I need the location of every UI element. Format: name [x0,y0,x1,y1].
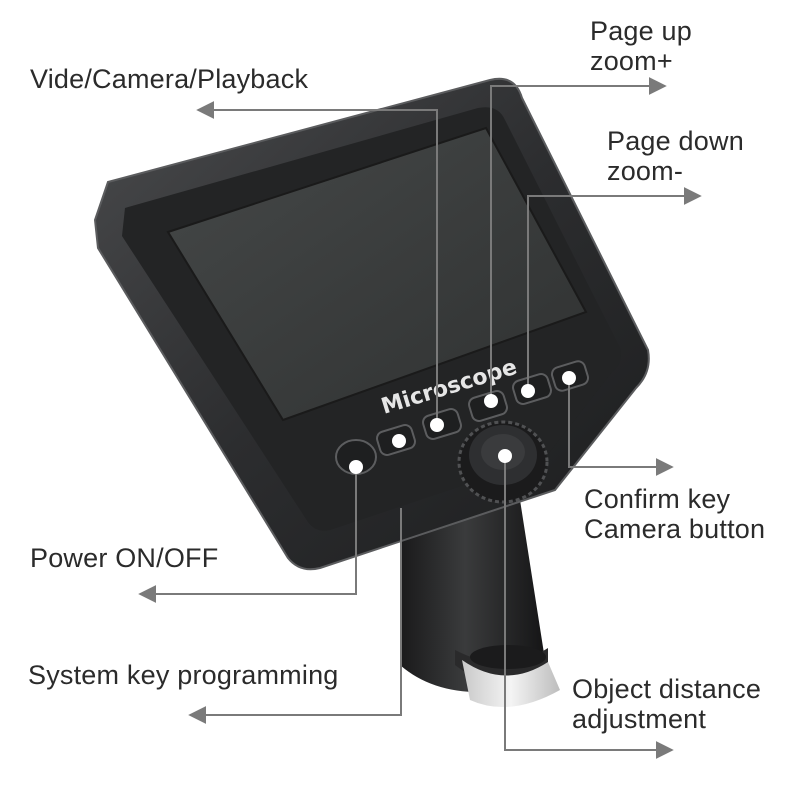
confirm-key-line-1: Confirm key [584,484,731,514]
leader-lines [138,77,702,759]
confirm-key-line-2: Camera button [584,514,766,544]
system-key-label: System key programming [28,660,339,690]
page-down-marker-dot [521,384,535,398]
microscope-device: Microscope [93,77,650,708]
system-key-leader [188,508,402,724]
page-up-line-2: zoom+ [590,46,673,76]
focus-wheel-line-2: adjustment [572,704,707,734]
focus-wheel-label: Object distance adjustment [572,674,761,734]
power-marker-dot [349,460,363,474]
power-label: Power ON/OFF [30,543,219,573]
confirm-key-label: Confirm key Camera button [584,484,765,544]
lens-cap [462,660,560,708]
focus-wheel-leader [504,456,674,759]
page-down-leader [527,187,702,391]
confirm-key-leader [568,378,674,476]
microscope-tube [400,500,560,708]
focus-wheel-line-1: Object distance [572,674,762,704]
mode-key-label: Vide/Camera/Playback [30,64,309,94]
system-key-marker-dot [392,434,406,448]
focus-wheel-marker-dot [498,449,512,463]
page-up-marker-dot [484,394,498,408]
lcd-screen [166,126,588,422]
page-up-line-1: Page up [590,16,692,46]
page-up-leader [490,77,667,401]
page-up-label: Page up zoom+ [590,16,692,76]
mode-key-marker-dot [430,418,444,432]
page-down-label: Page down zoom- [607,126,744,186]
page-down-line-2: zoom- [607,156,684,186]
power-leader [138,467,357,603]
page-down-line-1: Page down [607,126,744,156]
marker-dots [349,371,576,474]
mode-key-leader [196,101,438,425]
confirm-key-marker-dot [562,371,576,385]
